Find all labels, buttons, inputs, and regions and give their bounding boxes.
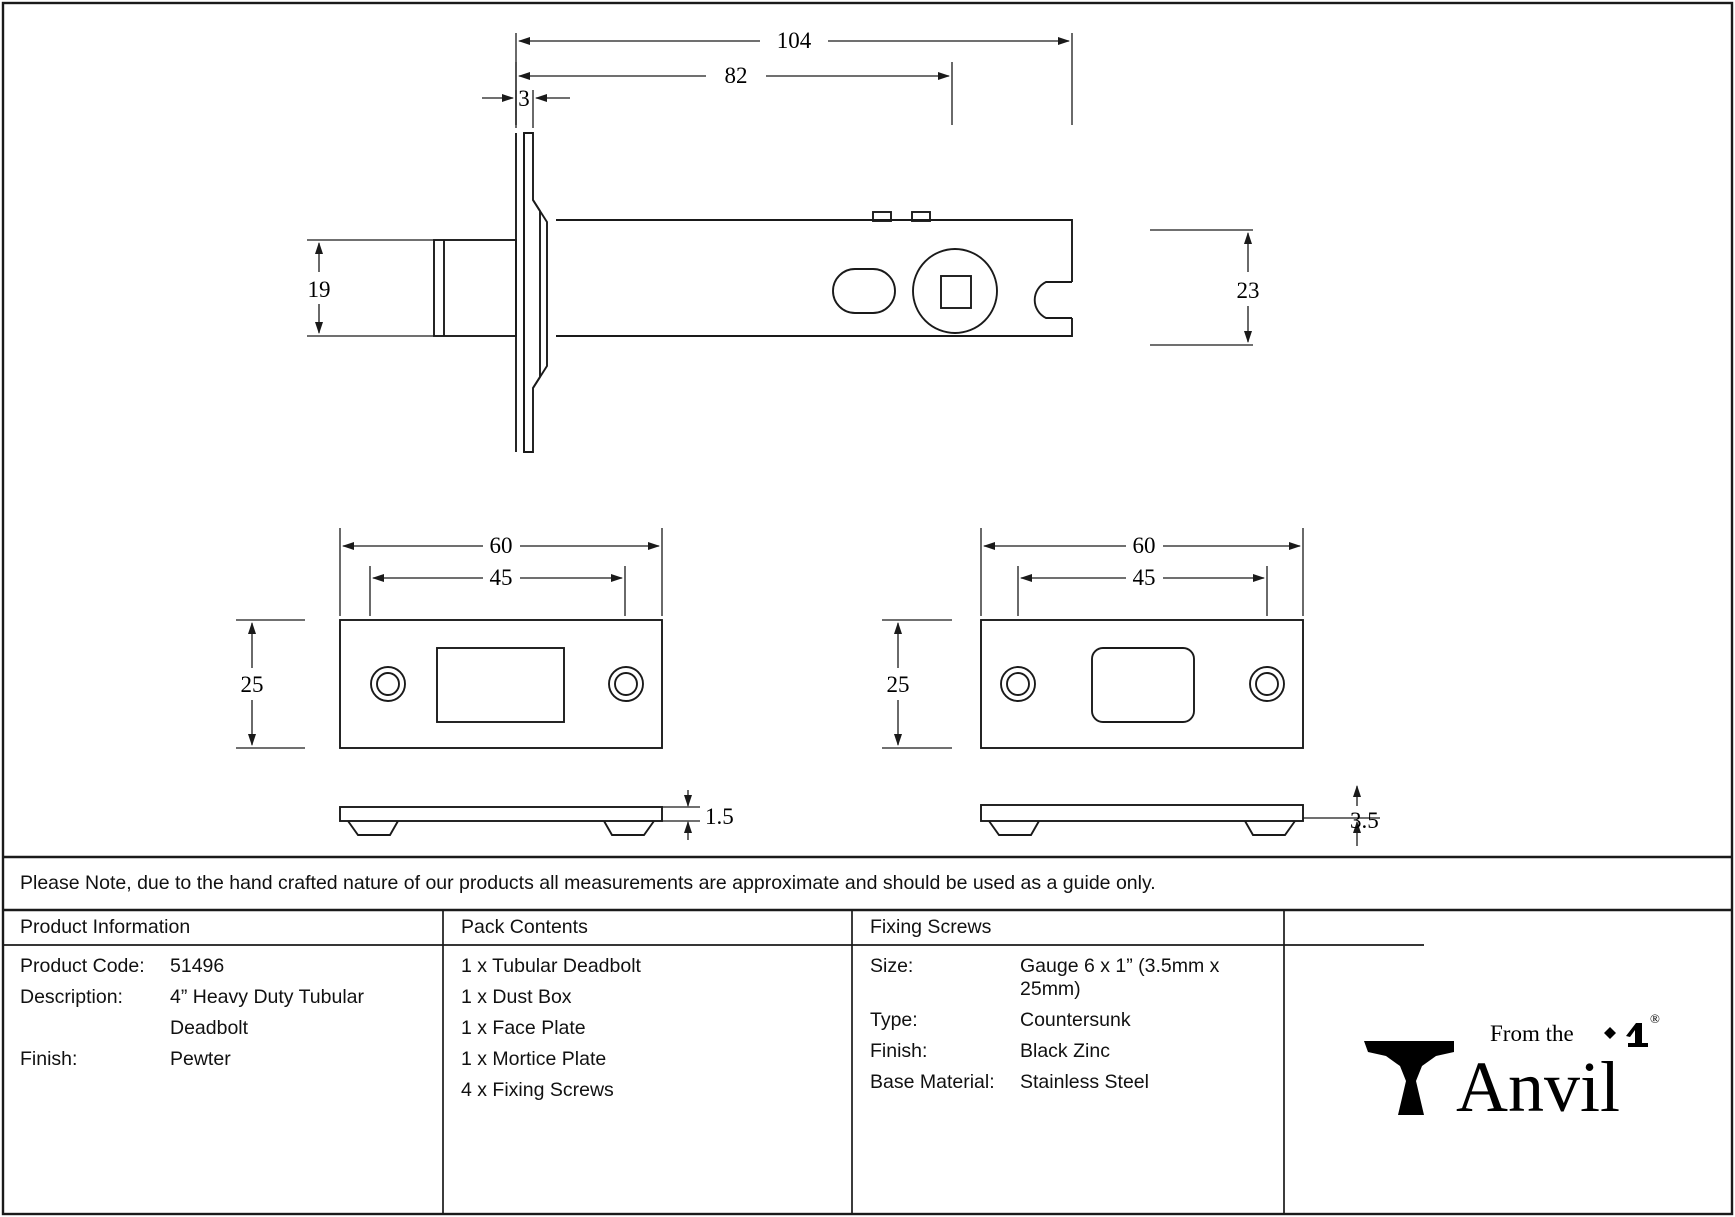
fixing-screws-row: Base Material: Stainless Steel [870,1071,1270,1094]
screw-size-label: Size: [870,955,914,977]
product-info-row: Description: 4” Heavy Duty Tubular [20,986,430,1009]
pack-content-item: 4 x Fixing Screws [461,1079,614,1101]
dimension-morticeplate-45: 45 [1017,565,1268,616]
pack-contents-body: 1 x Tubular Deadbolt 1 x Dust Box 1 x Fa… [461,955,841,1110]
dimension-104-label: 104 [777,28,812,53]
screw-type-label: Type: [870,1009,918,1031]
top-view-deadbolt [433,132,1073,453]
screw-size-value: Gauge 6 x 1” (3.5mm x 25mm) [1020,955,1220,1000]
dimension-morticeplate-25: 25 [882,619,952,749]
dimension-faceplate-25-label: 25 [241,672,264,697]
dimension-faceplate-45-label: 45 [490,565,513,590]
dimension-morticeplate-60: 60 [980,528,1304,616]
product-info-row: Deadbolt [20,1017,430,1040]
mortice-plate-edge-view [980,804,1304,836]
dimension-23: 23 [1150,229,1260,346]
fixing-screws-row: Finish: Black Zinc [870,1040,1270,1063]
pack-content-item: 1 x Tubular Deadbolt [461,955,641,977]
anvil-logo-mark: From the ® Anvil [1364,1011,1660,1123]
dimension-3-5-label: 3.5 [1350,808,1379,833]
fixing-screws-row: Size: Gauge 6 x 1” (3.5mm x 25mm) [870,955,1270,1001]
from-the-anvil-logo: From the ® Anvil [1290,912,1730,1214]
dimension-19-label: 19 [308,277,331,302]
pack-content-item: 1 x Mortice Plate [461,1048,607,1070]
product-information-body: Product Code: 51496 Description: 4” Heav… [20,955,430,1079]
fixing-screws-body: Size: Gauge 6 x 1” (3.5mm x 25mm) Type: … [870,955,1270,1102]
pack-content-item: 1 x Face Plate [461,1017,586,1039]
dimension-faceplate-25: 25 [236,619,305,749]
screw-finish-label: Finish: [870,1040,928,1062]
one-glyph-icon [1626,1023,1648,1047]
pack-contents-heading: Pack Contents [461,916,588,938]
dimension-faceplate-60-label: 60 [490,533,513,558]
dimension-1-5-label: 1.5 [705,804,734,829]
face-plate-view [339,619,663,749]
dimension-morticeplate-45-label: 45 [1133,565,1156,590]
dimension-23-label: 23 [1237,278,1260,303]
screw-type-value: Countersunk [1020,1009,1131,1031]
logo-line-from-the: From the [1490,1021,1574,1046]
finish-label: Finish: [20,1048,78,1070]
fixing-screws-row: Type: Countersunk [870,1009,1270,1032]
dimension-82: 82 [515,62,953,125]
dimension-faceplate-45: 45 [369,565,626,616]
fixing-screws-heading: Fixing Screws [870,916,992,938]
dimension-3: 3 [482,86,570,128]
screw-base-material-value: Stainless Steel [1020,1071,1149,1093]
mortice-plate-view [980,619,1304,749]
description-value: 4” Heavy Duty Tubular [170,986,365,1008]
description-label-cont [20,1017,170,1040]
dimension-morticeplate-25-label: 25 [887,672,910,697]
dimension-1-5: 1.5 [662,790,734,840]
product-code-label: Product Code: [20,955,145,977]
info-table-grid [3,855,1732,1214]
measurement-note: Please Note, due to the hand crafted nat… [20,872,1156,894]
diamond-icon [1604,1027,1616,1039]
screw-base-material-label: Base Material: [870,1071,995,1093]
dimension-82-label: 82 [725,63,748,88]
product-info-row: Product Code: 51496 [20,955,430,978]
screw-finish-value: Black Zinc [1020,1040,1110,1062]
description-value-cont: Deadbolt [170,1017,249,1039]
registered-trademark-icon: ® [1650,1011,1660,1026]
finish-value: Pewter [170,1048,231,1070]
product-code-value: 51496 [170,955,225,977]
product-information-heading: Product Information [20,916,191,938]
dimension-19: 19 [307,239,434,337]
dimension-3-label: 3 [518,86,530,111]
brand-logo-cell: From the ® Anvil [1290,912,1730,1214]
logo-line-anvil: Anvil [1456,1047,1620,1123]
pack-content-item: 1 x Dust Box [461,986,572,1008]
description-label: Description: [20,986,123,1008]
dimension-morticeplate-60-label: 60 [1133,533,1156,558]
face-plate-edge-view [339,806,663,836]
anvil-icon [1364,1041,1454,1115]
dimension-faceplate-60: 60 [339,528,663,616]
product-info-row: Finish: Pewter [20,1048,430,1071]
dimension-3-5: 3.5 [1303,785,1380,846]
